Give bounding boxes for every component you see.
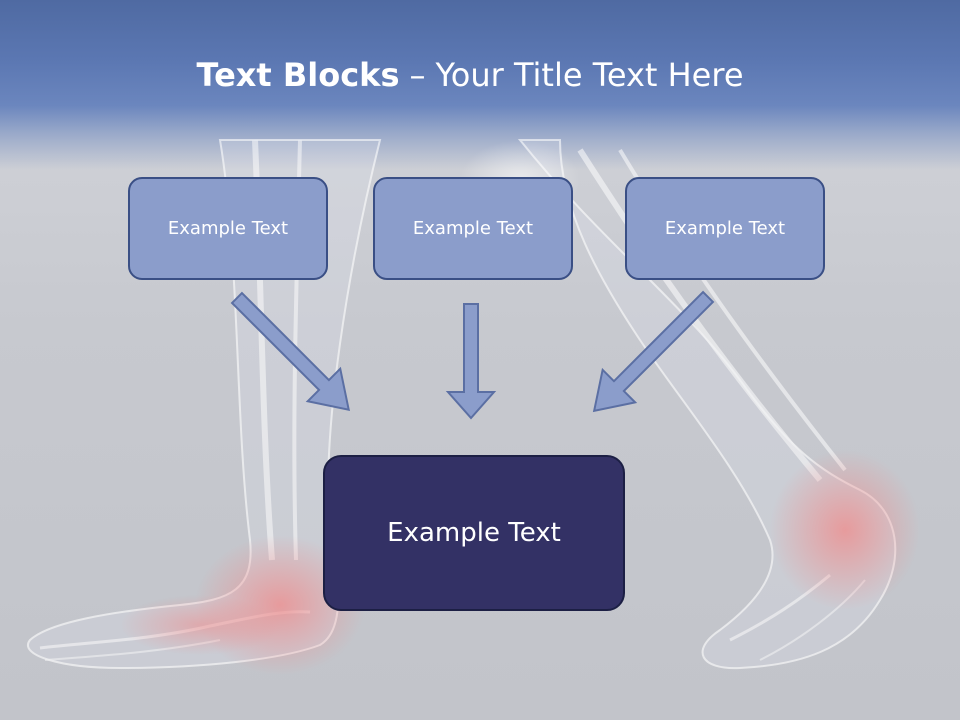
text-block-3-label: Example Text bbox=[664, 218, 786, 239]
text-block-3[interactable]: Example Text bbox=[625, 177, 825, 280]
text-block-2[interactable]: Example Text bbox=[373, 177, 573, 280]
slide-title: Text Blocks–Your Title Text Here bbox=[0, 53, 940, 97]
title-bold-part: Text Blocks bbox=[196, 56, 400, 94]
title-separator: – bbox=[409, 56, 426, 94]
text-block-1[interactable]: Example Text bbox=[128, 177, 328, 280]
title-rest-part: Your Title Text Here bbox=[435, 56, 744, 94]
arrow-right-diagonal bbox=[592, 290, 715, 413]
header-band bbox=[0, 0, 960, 170]
text-block-1-label: Example Text bbox=[167, 218, 289, 239]
target-block[interactable]: Example Text bbox=[323, 455, 625, 611]
target-block-label: Example Text bbox=[387, 518, 561, 548]
arrow-left-diagonal bbox=[230, 291, 351, 412]
text-block-2-label: Example Text bbox=[412, 218, 534, 239]
arrow-down bbox=[445, 303, 497, 420]
